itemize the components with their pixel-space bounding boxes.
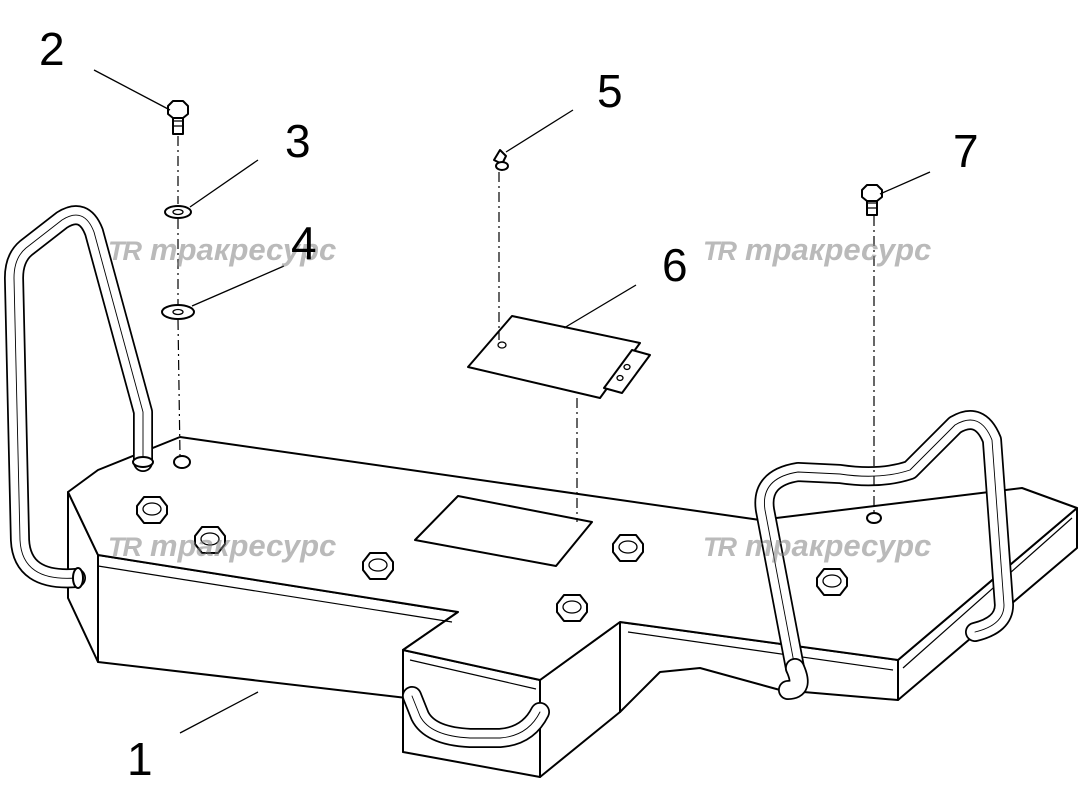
callout-6: 6 [662,239,688,291]
callout-2: 2 [39,23,65,75]
front-handle [402,686,550,748]
bolt-head [861,184,883,202]
washer-4 [161,304,195,320]
hex-bolt-head [612,534,644,562]
leader-3 [189,159,259,208]
pin-5 [493,149,509,171]
plate-bolts [136,496,848,622]
bolt-7 [861,184,883,216]
mounting-hole [173,455,191,469]
mounting-hole [866,512,882,524]
callout-3: 3 [285,115,311,167]
callout-4: 4 [291,217,317,269]
plate-bevel-line [627,631,894,671]
cover-plate [467,315,651,399]
leader-6 [563,284,637,329]
leader-4 [191,265,285,307]
cover-plate-body [467,315,641,399]
plate-bevel-line [409,659,537,690]
handle-end [132,456,154,468]
callout-5: 5 [597,65,623,117]
bolt-2 [167,100,189,135]
leader-7 [879,171,931,195]
callout-7: 7 [953,125,979,177]
base-plate [67,436,1078,778]
plate-cutout [414,495,593,567]
hex-bolt-head [194,526,226,554]
bolt-head [167,100,189,119]
hex-bolt-head [556,594,588,622]
plate-bevel-line [97,565,453,623]
washer-3 [164,205,192,219]
hex-bolt-head [816,568,848,596]
leader-2 [93,69,171,111]
leader-1 [179,691,259,734]
leader-lines [93,69,931,734]
plate-bevel-line [902,517,1073,669]
cover-plate-tab [603,349,651,394]
hex-bolt-head [362,552,394,580]
hex-bolt-head [136,496,168,524]
right-handle [754,410,1014,700]
leader-5 [505,109,574,153]
left-handle [4,205,154,589]
center-lines [177,136,875,522]
callout-1: 1 [127,733,153,785]
handle-end [72,567,84,589]
